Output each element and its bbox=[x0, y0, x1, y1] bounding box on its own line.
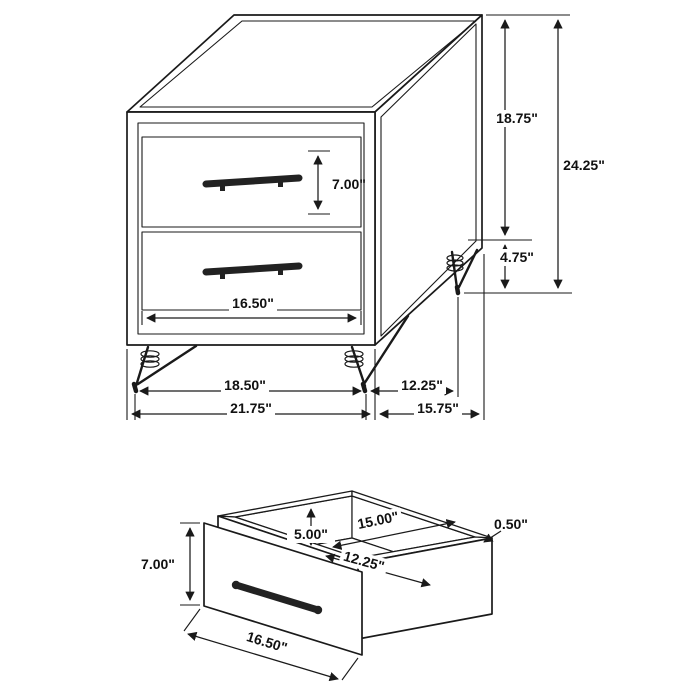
dim-drawerbox-front-height-label: 7.00" bbox=[141, 556, 175, 572]
dim-drawer-front-height: 7.00" bbox=[308, 150, 366, 215]
bottom-drawer-handle bbox=[202, 262, 303, 279]
dim-overall-height-label: 24.25" bbox=[563, 157, 605, 173]
dim-overall-width-label: 21.75" bbox=[230, 400, 272, 416]
top-drawer-handle bbox=[202, 174, 303, 191]
top-drawer-front bbox=[141, 136, 362, 228]
dim-drawer-width-label: 16.50" bbox=[232, 295, 274, 311]
dim-widths: 18.50" 12.25" 21.75" 15.75" bbox=[126, 254, 485, 420]
nightstand-figure: 7.00" 16.50" 18.75" 4.75" 24.25" bbox=[126, 14, 608, 420]
dim-interior-height-label: 5.00" bbox=[294, 526, 328, 542]
dim-interior-width: 15.00" bbox=[332, 507, 456, 550]
dim-cabinet-height-label: 18.75" bbox=[496, 110, 538, 126]
dim-wall-thickness: 0.50" bbox=[483, 516, 528, 543]
dim-drawerbox-front-width-label: 16.50" bbox=[245, 628, 290, 655]
back-right-leg bbox=[446, 248, 479, 296]
dim-leg-span-depth-label: 12.25" bbox=[401, 377, 443, 393]
dim-drawer-front-height-label: 7.00" bbox=[332, 176, 366, 192]
front-left-leg bbox=[131, 344, 198, 394]
dim-heights: 18.75" 4.75" 24.25" bbox=[464, 14, 608, 294]
drawer-front-panel bbox=[203, 522, 363, 656]
dim-drawerbox-front-height: 7.00" bbox=[141, 522, 200, 606]
front-right-leg bbox=[344, 314, 410, 394]
dim-leg-span-width-label: 18.50" bbox=[224, 377, 266, 393]
dim-interior-height: 5.00" bbox=[287, 508, 335, 546]
dim-wall-thickness-label: 0.50" bbox=[494, 516, 528, 532]
drawer-figure: 7.00" 5.00" 15.00" 12.25" 0 bbox=[141, 490, 528, 682]
dim-leg-height-label: 4.75" bbox=[500, 249, 534, 265]
dim-drawer-width: 16.50" bbox=[141, 295, 362, 325]
dim-overall-depth-label: 15.75" bbox=[417, 400, 459, 416]
drawer-handle bbox=[231, 580, 323, 615]
